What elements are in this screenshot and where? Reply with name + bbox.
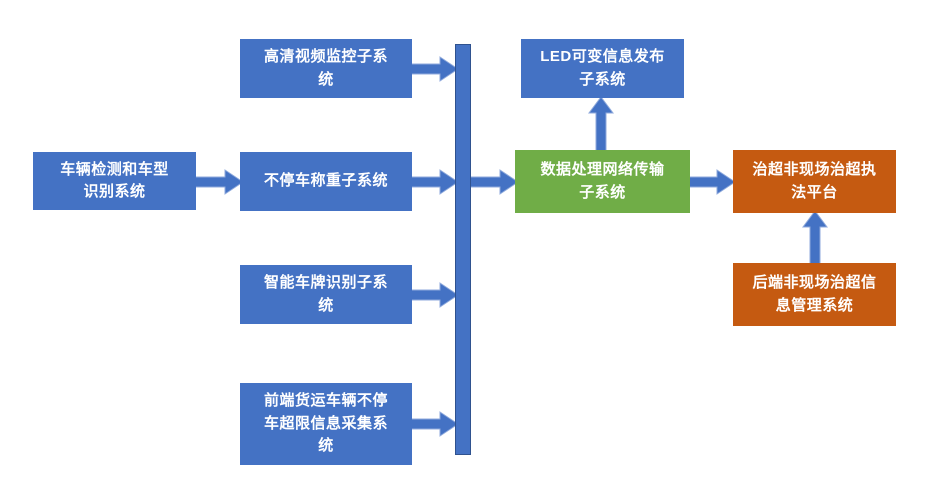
node-data-processing-transmission[interactable]: 数据处理网络传输 子系统 [515, 150, 690, 213]
connector-front-end-to-bus [410, 409, 460, 439]
node-front-end-overload-collection[interactable]: 前端货运车辆不停 车超限信息采集系 统 [240, 383, 412, 465]
connector-vehicle-detection-to-weigh-in-motion [193, 167, 245, 197]
connector-weigh-in-motion-to-bus [410, 167, 460, 197]
node-overload-enforcement-platform-label: 治超非现场治超执 法平台 [752, 161, 877, 201]
node-front-end-overload-collection-label: 前端货运车辆不停 车超限信息采集系 统 [263, 392, 388, 455]
node-license-plate-recognition-label: 智能车牌识别子系 统 [263, 274, 388, 314]
node-vehicle-detection[interactable]: 车辆检测和车型 识别系统 [33, 152, 196, 210]
node-backend-info-management-label: 后端非现场治超信 息管理系统 [752, 274, 877, 314]
node-led-info-release-label: LED可变信息发布 子系统 [540, 48, 665, 88]
node-weigh-in-motion-label: 不停车称重子系统 [263, 172, 388, 190]
node-overload-enforcement-platform[interactable]: 治超非现场治超执 法平台 [733, 150, 896, 213]
connector-data-processing-to-led [586, 95, 616, 155]
node-license-plate-recognition[interactable]: 智能车牌识别子系 统 [240, 265, 412, 324]
node-weigh-in-motion[interactable]: 不停车称重子系统 [240, 152, 412, 211]
connector-data-processing-to-enforcement [687, 167, 737, 197]
vertical-bus-bar [455, 44, 471, 455]
connector-bus-to-data-processing [468, 167, 520, 197]
node-vehicle-detection-label: 车辆检测和车型 识别系统 [60, 160, 169, 201]
connector-backend-to-enforcement [800, 209, 830, 267]
node-hd-video-surveillance[interactable]: 高清视频监控子系 统 [240, 39, 412, 98]
node-data-processing-transmission-label: 数据处理网络传输 子系统 [540, 161, 665, 201]
node-backend-info-management[interactable]: 后端非现场治超信 息管理系统 [733, 263, 896, 326]
connector-license-plate-to-bus [410, 280, 460, 310]
connector-hd-video-to-bus [410, 54, 460, 84]
node-hd-video-surveillance-label: 高清视频监控子系 统 [263, 48, 388, 88]
node-led-info-release[interactable]: LED可变信息发布 子系统 [521, 39, 684, 98]
